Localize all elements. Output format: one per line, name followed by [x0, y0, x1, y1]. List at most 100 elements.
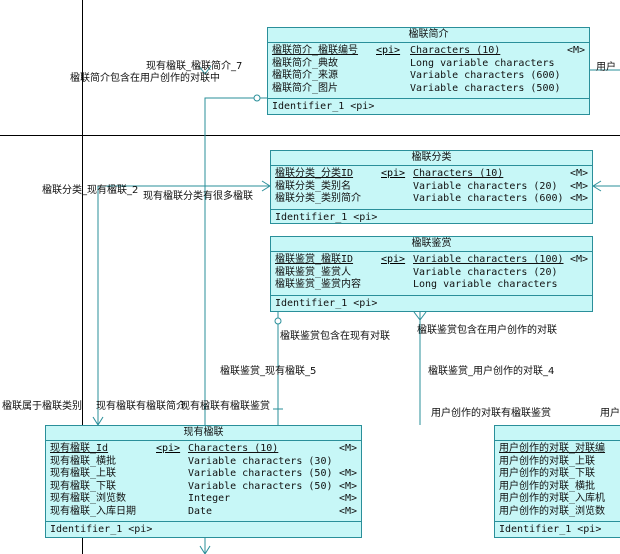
attribute-type: Variable characters (500) — [410, 82, 561, 94]
attribute-row[interactable]: 楹联简介_来源 Variable characters (600) — [272, 70, 585, 83]
connector-crowfoot — [204, 65, 212, 75]
entity-couplet-appreciation[interactable]: 楹联鉴赏 楹联鉴赏_楹联ID <pi> Variable characters … — [270, 236, 593, 312]
connector-crowfoot — [261, 185, 271, 192]
attribute-mandatory: <M> — [569, 254, 588, 265]
attribute-type: Variable characters (30) — [188, 455, 333, 467]
attribute-mandatory — [565, 267, 588, 280]
attribute-row[interactable]: 用户创作的对联_入库机 — [499, 493, 620, 506]
attribute-name: 楹联分类_类别简介 — [275, 193, 362, 204]
attribute-name: 用户创作的对联_入库机 — [499, 493, 606, 504]
attribute-pi: <pi> — [381, 168, 406, 179]
attribute-pi: <pi> — [376, 45, 401, 56]
attribute-pi — [156, 506, 188, 519]
attribute-pi — [381, 193, 413, 206]
connector-crowfoot — [413, 311, 421, 321]
attribute-name: 用户创作的对联_上联 — [499, 455, 596, 467]
attribute-mandatory: <M> — [569, 180, 588, 192]
attribute-mandatory: <M> — [566, 45, 585, 56]
attribute-list: 楹联鉴赏_楹联ID <pi> Variable characters (100)… — [271, 252, 592, 296]
attribute-pi: <pi> — [156, 443, 181, 454]
entity-existing-couplet[interactable]: 现有楹联 现有楹联_Id <pi> Characters (10) <M> 现有… — [45, 425, 362, 538]
attribute-type: Variable characters (50) — [188, 468, 333, 479]
relation-label[interactable]: 楹联简介包含在用户创作的对联中 — [70, 73, 220, 84]
attribute-pi — [381, 181, 413, 194]
attribute-pi — [376, 83, 410, 96]
attribute-name: 楹联分类_类别名 — [275, 180, 352, 192]
attribute-row[interactable]: 楹联鉴赏_楹联ID <pi> Variable characters (100)… — [275, 254, 588, 267]
attribute-type: Characters (10) — [413, 168, 504, 179]
attribute-pi — [381, 267, 413, 280]
attribute-name: 用户创作的对联_浏览数 — [499, 505, 606, 517]
relation-label[interactable]: 现有楹联有楹联鉴赏 — [180, 401, 270, 412]
attribute-row[interactable]: 现有楹联_下联 Variable characters (50) <M> — [50, 481, 357, 494]
attribute-mandatory — [330, 456, 357, 469]
attribute-list: 楹联分类_分类ID <pi> Characters (10) <M> 楹联分类_… — [271, 166, 592, 210]
attribute-mandatory — [560, 70, 585, 83]
attribute-mandatory: <M> — [338, 480, 357, 492]
relation-label[interactable]: 楹联鉴赏包含在现有对联 — [280, 331, 390, 342]
attribute-row[interactable]: 现有楹联_上联 Variable characters (50) <M> — [50, 468, 357, 481]
attribute-name: 用户创作的对联_对联编 — [499, 443, 606, 454]
connector-crowfoot — [592, 185, 602, 192]
relation-label[interactable]: 用户 — [596, 62, 616, 73]
attribute-mandatory: <M> — [338, 505, 357, 517]
attribute-row[interactable]: 楹联分类_类别简介 Variable characters (600) <M> — [275, 193, 588, 206]
attribute-pi — [156, 493, 188, 506]
attribute-pi — [376, 70, 410, 83]
relation-label[interactable]: 用户创作的对联有楹联鉴赏 — [431, 408, 551, 419]
attribute-mandatory: <M> — [338, 468, 357, 479]
attribute-type: Variable characters (20) — [413, 266, 558, 278]
attribute-row[interactable]: 现有楹联_浏览数 Integer <M> — [50, 493, 357, 506]
entity-title — [495, 426, 620, 441]
attribute-name: 楹联分类_分类ID — [275, 168, 354, 179]
attribute-row[interactable]: 楹联鉴赏_鉴赏人 Variable characters (20) — [275, 267, 588, 280]
connector-crowfoot — [92, 416, 99, 426]
attribute-type: Integer — [188, 493, 231, 504]
attribute-row[interactable]: 用户创作的对联_浏览数 — [499, 506, 620, 519]
attribute-row[interactable]: 楹联简介_图片 Variable characters (500) — [272, 83, 585, 96]
attribute-row[interactable]: 现有楹联_入库日期 Date <M> — [50, 506, 357, 519]
attribute-row[interactable]: 楹联简介_楹联编号 <pi> Characters (10) <M> — [272, 45, 585, 58]
attribute-name: 现有楹联_入库日期 — [50, 505, 137, 517]
attribute-name: 楹联简介_典故 — [272, 57, 339, 69]
relation-label[interactable]: 用户 — [600, 408, 620, 419]
attribute-list: 楹联简介_楹联编号 <pi> Characters (10) <M> 楹联简介_… — [268, 43, 589, 99]
attribute-row[interactable]: 用户创作的对联_横批 — [499, 481, 620, 494]
attribute-row[interactable]: 用户创作的对联_对联编 — [499, 443, 620, 456]
attribute-row[interactable]: 楹联鉴赏_鉴赏内容 Long variable characters — [275, 279, 588, 292]
attribute-type: Variable characters (600) — [410, 70, 561, 81]
relation-label[interactable]: 楹联鉴赏包含在用户创作的对联 — [417, 325, 557, 336]
entity-identifier: Identifier_1 <pi> — [272, 101, 375, 112]
connector-crowfoot — [419, 311, 427, 321]
connector-crowfoot — [204, 545, 211, 554]
relation-label[interactable]: 现有楹联分类有很多楹联 — [143, 191, 253, 202]
attribute-pi — [156, 468, 188, 481]
relation-label[interactable]: 楹联属于楹联类别 — [2, 401, 82, 412]
entity-couplet-category[interactable]: 楹联分类 楹联分类_分类ID <pi> Characters (10) <M> … — [270, 150, 593, 224]
relation-label[interactable]: 楹联鉴赏_用户创作的对联_4 — [428, 366, 555, 377]
entity-title: 楹联简介 — [268, 28, 589, 43]
entity-user-couplet[interactable]: 用户创作的对联_对联编 用户创作的对联_上联 用户创作的对联_下联 用户创作的对… — [494, 425, 620, 538]
relation-label[interactable]: 现有楹联_楹联简介_7 — [146, 61, 243, 72]
attribute-row[interactable]: 用户创作的对联_上联 — [499, 456, 620, 469]
connector-crowfoot — [198, 65, 206, 75]
attribute-name: 现有楹联_浏览数 — [50, 493, 127, 504]
entity-identifier: Identifier_1 <pi> — [275, 211, 378, 223]
attribute-pi: <pi> — [381, 254, 406, 265]
attribute-mandatory: <M> — [338, 493, 357, 504]
attribute-row[interactable]: 楹联简介_典故 Long variable characters — [272, 58, 585, 71]
connector-category-existing[interactable] — [97, 185, 270, 425]
entity-identifier: Identifier_1 <pi> — [499, 524, 602, 535]
relation-label[interactable]: 现有楹联有楹联简介 — [96, 401, 186, 412]
attribute-row[interactable]: 用户创作的对联_下联 — [499, 468, 620, 481]
relation-label[interactable]: 楹联鉴赏_现有楹联_5 — [220, 366, 317, 377]
attribute-row[interactable]: 现有楹联_Id <pi> Characters (10) <M> — [50, 443, 357, 456]
attribute-name: 用户创作的对联_横批 — [499, 480, 596, 492]
connector-intro-existing[interactable] — [204, 97, 267, 425]
attribute-row[interactable]: 现有楹联_横批 Variable characters (30) — [50, 456, 357, 469]
entity-couplet-intro[interactable]: 楹联简介 楹联简介_楹联编号 <pi> Characters (10) <M> … — [267, 27, 590, 115]
attribute-row[interactable]: 楹联分类_分类ID <pi> Characters (10) <M> — [275, 168, 588, 181]
attribute-list: 用户创作的对联_对联编 用户创作的对联_上联 用户创作的对联_下联 用户创作的对… — [495, 441, 620, 522]
attribute-row[interactable]: 楹联分类_类别名 Variable characters (20) <M> — [275, 181, 588, 194]
relation-label[interactable]: 楹联分类_现有楹联_2 — [42, 185, 139, 196]
